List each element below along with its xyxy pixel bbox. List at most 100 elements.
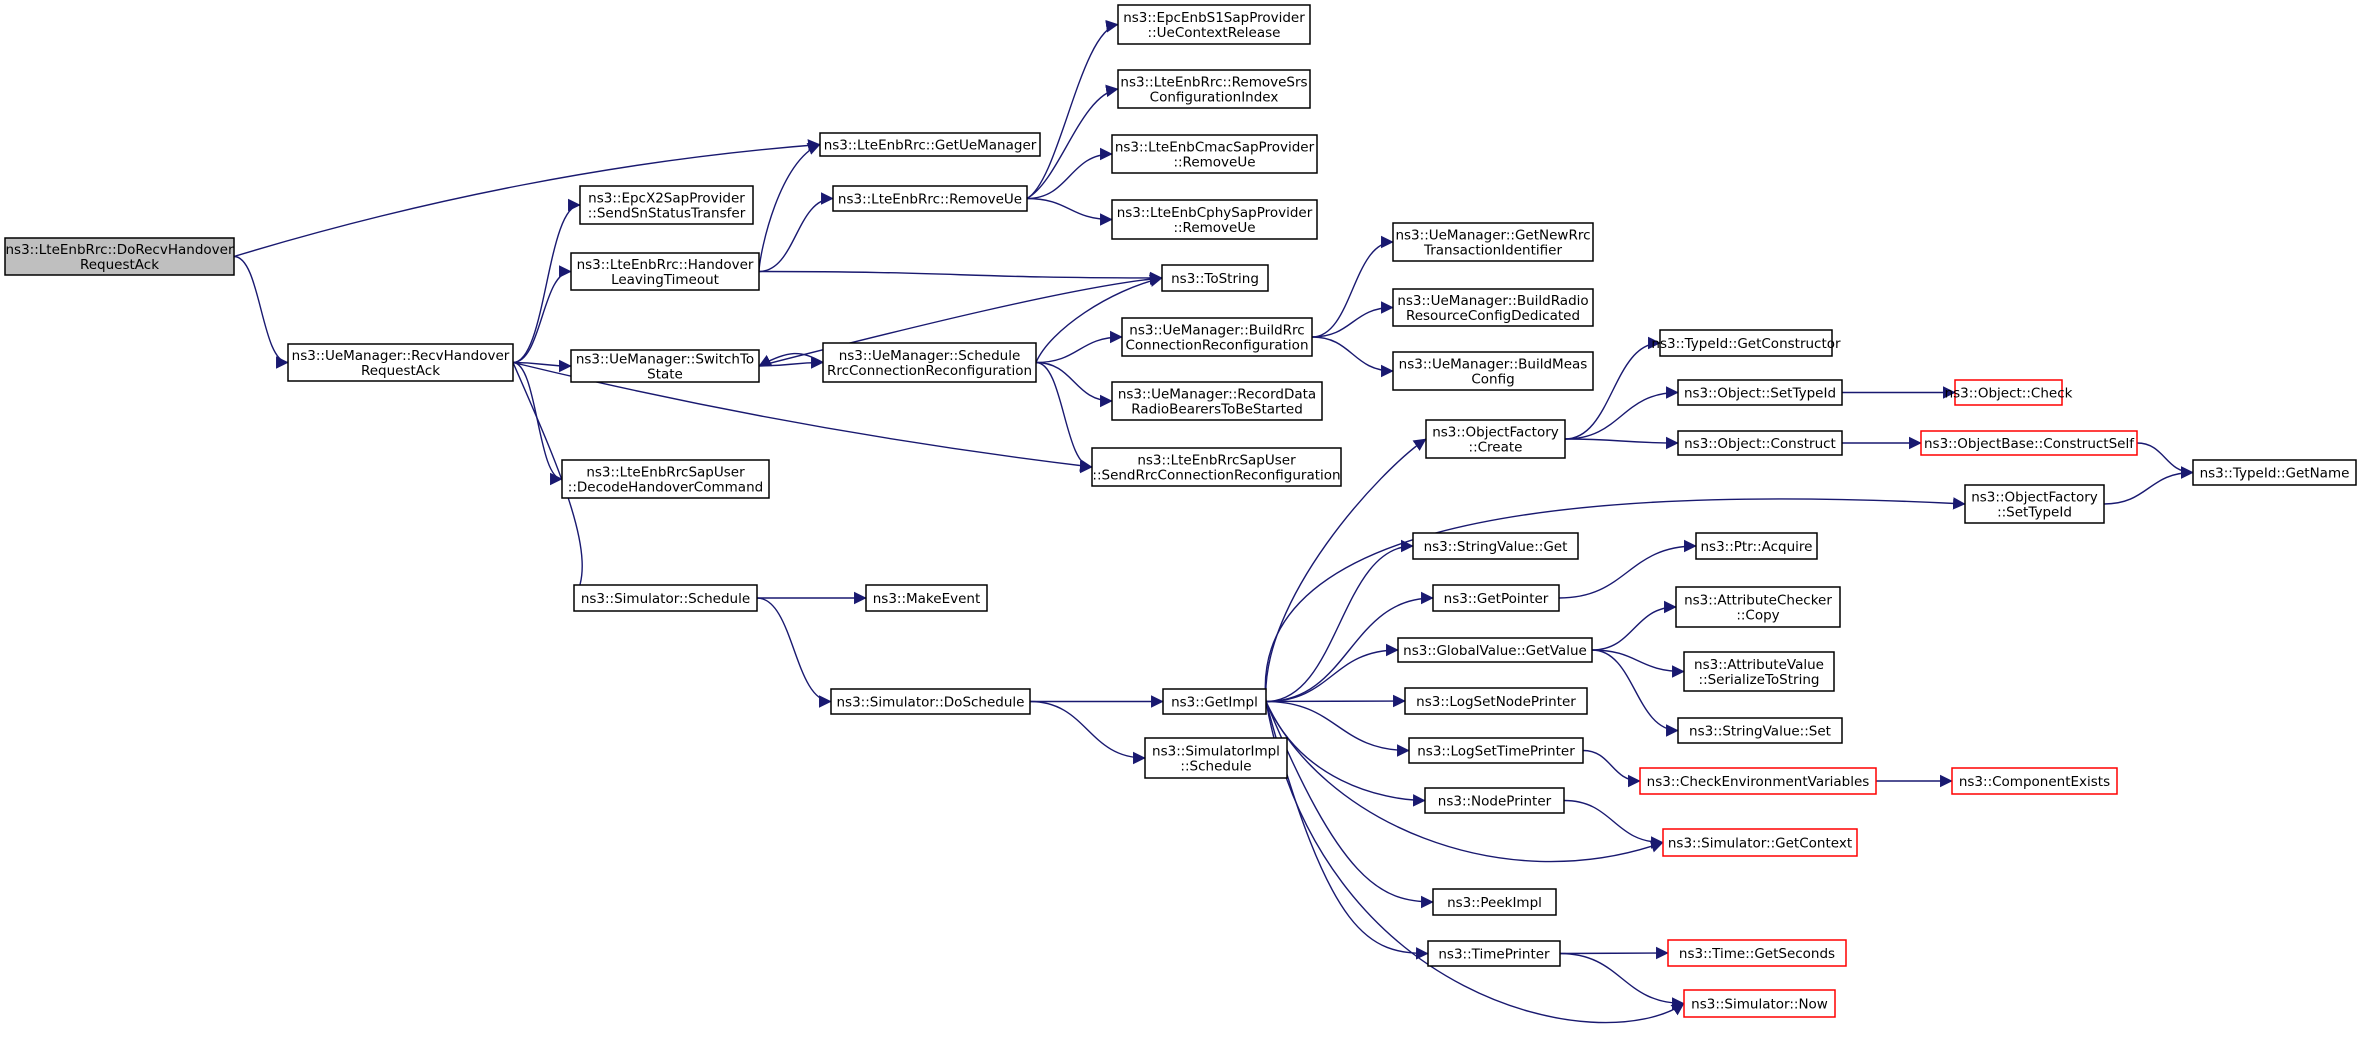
node-box [1667, 939, 1847, 967]
node-getImpl[interactable]: ns3::GetImpl [1162, 688, 1267, 715]
node-buildRadio[interactable]: ns3::UeManager::BuildRadioResourceConfig… [1392, 288, 1594, 327]
node-label-line: ns3::Simulator::DoSchedule [837, 695, 1025, 711]
node-timePrinter[interactable]: ns3::TimePrinter [1427, 940, 1561, 967]
node-peekImpl[interactable]: ns3::PeekImpl [1432, 888, 1557, 916]
node-label-line: ns3::Object::SetTypeId [1684, 386, 1836, 402]
node-objCheck[interactable]: ns3::Object::Check [1945, 379, 2073, 406]
node-box [832, 185, 1028, 212]
edge-recvHandover-to-sendSn [512, 198, 581, 364]
edge-buildRrc-to-buildMeas [1311, 336, 1394, 378]
node-objConstruct[interactable]: ns3::Object::Construct [1677, 430, 1843, 456]
node-decodeHandover[interactable]: ns3::LteEnbRrcSapUser::DecodeHandoverCom… [561, 459, 770, 499]
node-label-line: ns3::TypeId::GetName [2200, 466, 2350, 482]
node-typeIdGetName[interactable]: ns3::TypeId::GetName [2192, 459, 2357, 486]
node-label-line: ns3::ComponentExists [1959, 774, 2110, 790]
node-componentExists[interactable]: ns3::ComponentExists [1951, 767, 2118, 795]
node-simNow[interactable]: ns3::Simulator::Now [1683, 989, 1836, 1018]
node-label-line: ns3::ObjectFactory [1432, 425, 1559, 441]
node-globalGetValue[interactable]: ns3::GlobalValue::GetValue [1397, 637, 1593, 663]
node-cphyRemove[interactable]: ns3::LteEnbCphySapProvider::RemoveUe [1111, 199, 1318, 240]
node-getUeManager[interactable]: ns3::LteEnbRrc::GetUeManager [819, 132, 1041, 157]
node-label-line: ns3::UeManager::BuildRadio [1397, 293, 1588, 309]
node-cmacRemove[interactable]: ns3::LteEnbCmacSapProvider::RemoveUe [1111, 134, 1318, 174]
edge-getImpl-to-globalGetValue [1265, 643, 1399, 703]
node-label-line: ns3::GetImpl [1171, 695, 1258, 711]
node-attrCheckerCopy[interactable]: ns3::AttributeChecker::Copy [1675, 586, 1841, 628]
node-label-line: ns3::StringValue::Set [1689, 724, 1831, 740]
node-simImplSchedule[interactable]: ns3::SimulatorImpl::Schedule [1144, 737, 1288, 779]
node-label-line: RrcConnectionReconfiguration [827, 363, 1032, 379]
edge-getPointer-to-ptrAcquire [1558, 539, 1697, 599]
node-label-line: ::UeContextRelease [1148, 25, 1281, 41]
node-box [1161, 264, 1269, 292]
node-label-line: ns3::Object::Construct [1684, 436, 1836, 452]
node-recordData[interactable]: ns3::UeManager::RecordDataRadioBearersTo… [1111, 381, 1323, 421]
node-simGetContext[interactable]: ns3::Simulator::GetContext [1662, 828, 1858, 857]
node-box [1392, 351, 1594, 391]
node-sendRrc[interactable]: ns3::LteEnbRrcSapUser::SendRrcConnection… [1091, 447, 1342, 487]
node-timeGetSeconds[interactable]: ns3::Time::GetSeconds [1667, 939, 1847, 967]
edge-handoverLeaving-to-toString [758, 270, 1163, 285]
node-logSetTime[interactable]: ns3::LogSetTimePrinter [1408, 737, 1584, 764]
node-stringValueGet[interactable]: ns3::StringValue::Get [1412, 532, 1579, 560]
node-box [1117, 69, 1311, 109]
node-scheduleRrc[interactable]: ns3::UeManager::ScheduleRrcConnectionRec… [822, 342, 1037, 383]
node-getPointer[interactable]: ns3::GetPointer [1432, 584, 1560, 612]
node-label-line: ns3::LteEnbRrc::Handover [577, 257, 754, 273]
node-stringValueSet[interactable]: ns3::StringValue::Set [1677, 717, 1843, 744]
edge-recvHandover-to-sendRrc [512, 361, 1093, 472]
node-box [1392, 222, 1594, 262]
edge-objFactorySetTypeId-to-typeIdGetName [2103, 466, 2194, 505]
node-ptrAcquire[interactable]: ns3::Ptr::Acquire [1695, 532, 1818, 560]
node-buildRrc[interactable]: ns3::UeManager::BuildRrcConnectionReconf… [1121, 317, 1313, 357]
node-label-line: ::RemoveUe [1173, 155, 1255, 171]
node-label-line: ns3::LteEnbCmacSapProvider [1115, 140, 1315, 156]
node-label-line: RequestAck [361, 363, 440, 379]
node-removeSrs[interactable]: ns3::LteEnbRrc::RemoveSrsConfigurationIn… [1117, 69, 1311, 109]
node-label-line: ns3::GlobalValue::GetValue [1403, 643, 1587, 659]
node-label-line: ns3::UeManager::GetNewRrc [1395, 228, 1590, 244]
node-sendSn[interactable]: ns3::EpcX2SapProvider::SendSnStatusTrans… [579, 185, 754, 225]
node-label-line: ns3::CheckEnvironmentVariables [1647, 774, 1870, 790]
node-box [1397, 637, 1593, 663]
node-getNewRrc[interactable]: ns3::UeManager::GetNewRrcTransactionIden… [1392, 222, 1594, 262]
node-attrValueSerialize[interactable]: ns3::AttributeValue::SerializeToString [1683, 651, 1835, 692]
node-objFactoryCreate[interactable]: ns3::ObjectFactory::Create [1425, 419, 1566, 459]
node-objFactorySetTypeId[interactable]: ns3::ObjectFactory::SetTypeId [1964, 484, 2105, 524]
edge-getImpl-to-simNow [1265, 701, 1685, 1024]
node-box [1427, 940, 1561, 967]
node-objBaseConstructSelf[interactable]: ns3::ObjectBase::ConstructSelf [1920, 430, 2138, 456]
node-label-line: ns3::ObjectBase::ConstructSelf [1924, 436, 2135, 452]
node-nodePrinter[interactable]: ns3::NodePrinter [1424, 787, 1565, 814]
node-label-line: ns3::Object::Check [1945, 386, 2073, 402]
node-makeEvent[interactable]: ns3::MakeEvent [865, 584, 988, 612]
edge-scheduleRrc-to-buildRrc [1035, 330, 1123, 364]
node-objSetTypeId[interactable]: ns3::Object::SetTypeId [1677, 379, 1843, 406]
node-getConstructor[interactable]: ns3::TypeId::GetConstructor [1651, 329, 1841, 357]
node-removeUe[interactable]: ns3::LteEnbRrc::RemoveUe [832, 185, 1028, 212]
node-ueCtxRelease[interactable]: ns3::EpcEnbS1SapProvider::UeContextRelea… [1117, 4, 1311, 45]
node-box [2192, 459, 2357, 486]
edge-recvHandover-to-simSchedule [512, 362, 586, 599]
node-doSchedule[interactable]: ns3::Simulator::DoSchedule [830, 688, 1031, 715]
node-box [1432, 584, 1560, 612]
node-toString[interactable]: ns3::ToString [1161, 264, 1269, 292]
node-label-line: ns3::AttributeChecker [1684, 593, 1832, 609]
node-label-line: ns3::Simulator::GetContext [1668, 836, 1852, 852]
node-simSchedule[interactable]: ns3::Simulator::Schedule [573, 584, 758, 612]
node-label-line: ns3::LogSetTimePrinter [1417, 744, 1575, 760]
edge-removeUe-to-ueCtxRelease [1026, 20, 1119, 200]
node-box [830, 688, 1031, 715]
node-checkEnv[interactable]: ns3::CheckEnvironmentVariables [1639, 767, 1877, 795]
edge-getImpl-to-logSetNode [1265, 694, 1406, 708]
edge-globalGetValue-to-attrCheckerCopy [1591, 600, 1677, 651]
edge-recvHandover-to-handoverLeaving [512, 265, 572, 364]
node-logSetNode[interactable]: ns3::LogSetNodePrinter [1404, 687, 1588, 715]
node-label-line: Config [1471, 372, 1514, 388]
node-box [1677, 379, 1843, 406]
